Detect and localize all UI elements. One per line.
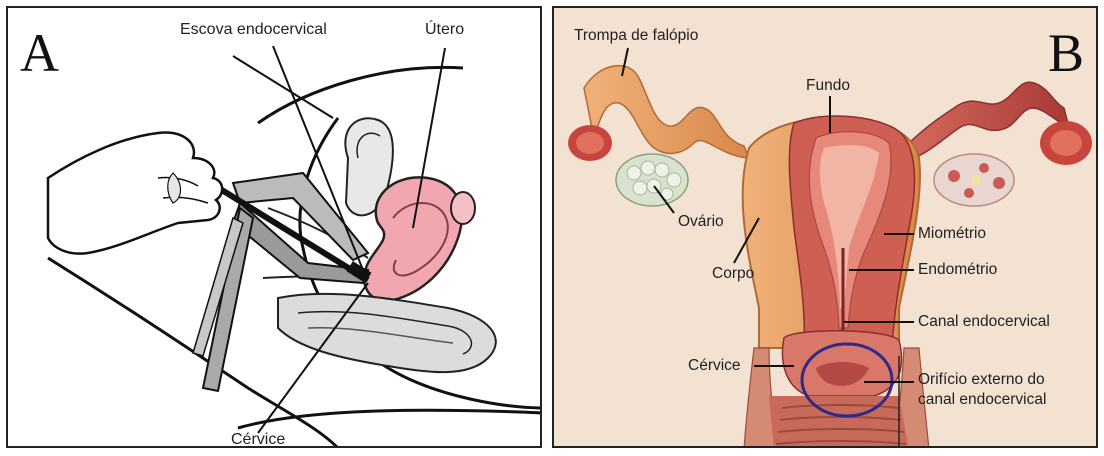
label-orificio-externo-line2: canal endocervical (918, 392, 1046, 408)
label-escova-endocervical: Escova endocervical (180, 22, 327, 38)
label-corpo: Corpo (712, 266, 754, 282)
right-fimbriae (1040, 121, 1092, 165)
left-fimbriae (568, 125, 612, 161)
label-miometrio: Miométrio (918, 226, 986, 242)
label-canal-endocervical: Canal endocervical (918, 314, 1050, 330)
panel-a-speculum-illustration: A Escova endocervical Útero Cérvice (6, 6, 542, 448)
label-ovario: Ovário (678, 214, 724, 230)
panel-b-uterus-anatomy: B Trompa de falópio Fundo Ovário Corpo M… (552, 6, 1098, 448)
panel-b-letter: B (1048, 26, 1084, 80)
panel-a-letter: A (20, 26, 59, 80)
label-cervice-b: Cérvice (688, 358, 741, 374)
ovary-a-shape (451, 192, 475, 224)
label-fundo: Fundo (806, 78, 850, 94)
floor-outline (238, 410, 542, 428)
speculum-exam-drawing (8, 8, 542, 448)
label-endometrio: Endométrio (918, 262, 997, 278)
label-trompa-de-falopio: Trompa de falópio (574, 28, 698, 44)
gloved-hand (48, 133, 222, 254)
label-cervice-a: Cérvice (231, 432, 285, 448)
label-orificio-externo-line1: Orifício externo do (918, 372, 1045, 388)
label-utero: Útero (425, 22, 464, 38)
